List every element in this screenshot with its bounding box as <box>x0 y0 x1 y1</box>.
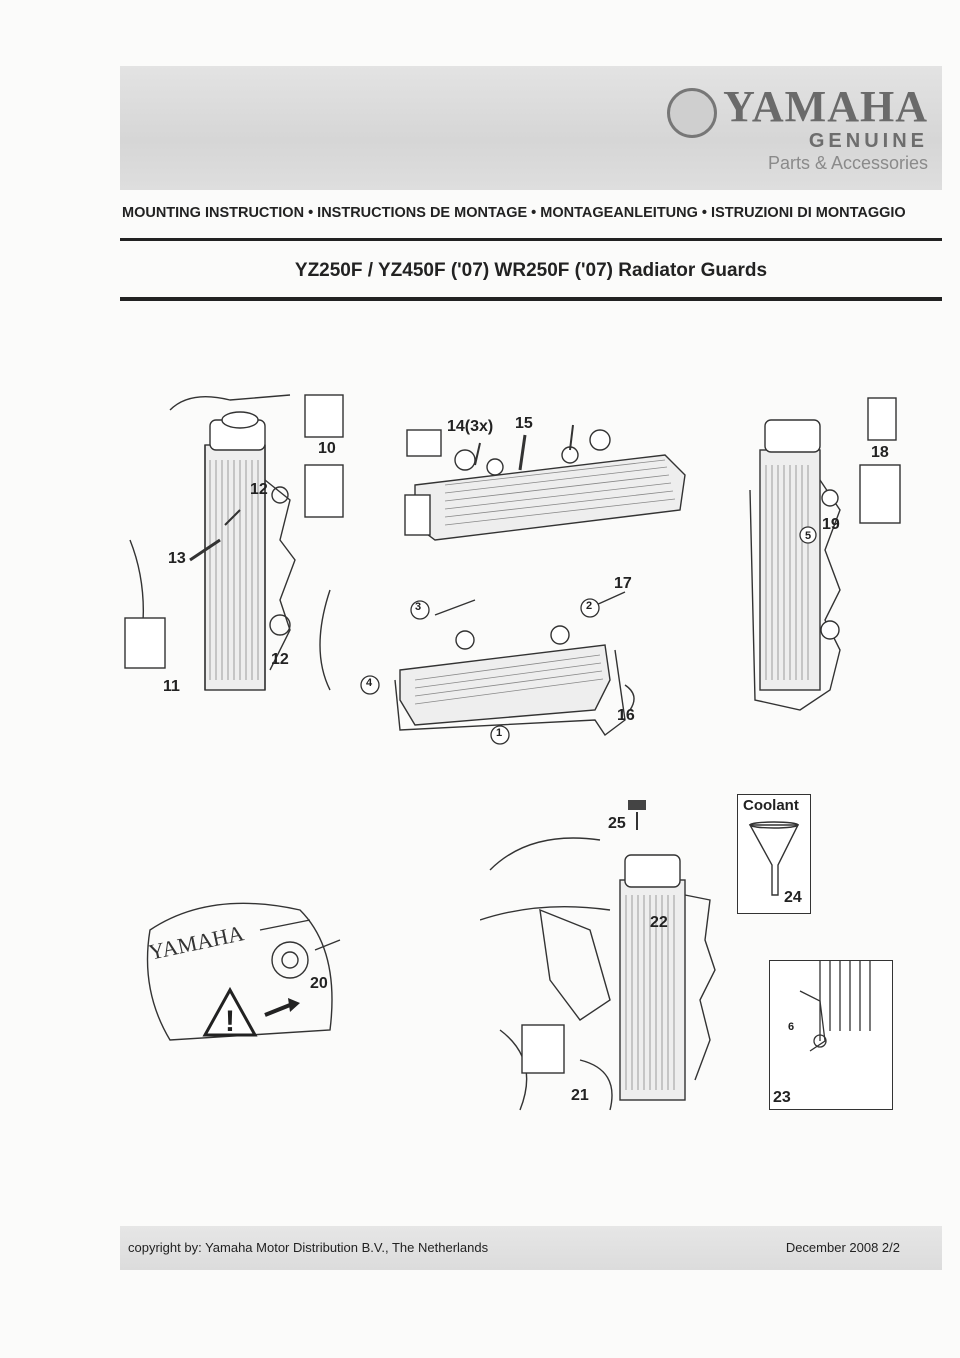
callout-10: 10 <box>318 440 336 457</box>
footer-band <box>120 1226 942 1270</box>
callout-23: 23 <box>773 1089 791 1106</box>
svg-text:!: ! <box>225 1005 235 1038</box>
figure-left-radiator <box>110 390 360 710</box>
callout-12-bottom: 12 <box>271 651 289 668</box>
page-date: December 2008 2/2 <box>785 1240 900 1255</box>
part-3: 3 <box>415 601 422 613</box>
callout-24: 24 <box>784 889 802 906</box>
logo-genuine: GENUINE <box>808 130 928 152</box>
tuning-fork-emblem-icon <box>667 88 718 138</box>
callout-21: 21 <box>571 1087 589 1104</box>
part-1: 1 <box>496 727 503 739</box>
figure-center-top-radiator <box>395 415 695 555</box>
detail-box-23: 6 23 <box>769 960 893 1110</box>
callout-13: 13 <box>168 550 186 567</box>
callout-15: 15 <box>515 415 533 432</box>
callout-16: 16 <box>617 707 635 724</box>
coolant-box: Coolant 24 <box>737 794 811 914</box>
copyright-text: copyright by: Yamaha Motor Distribution … <box>128 1240 489 1255</box>
callout-22: 22 <box>650 914 668 931</box>
callout-18: 18 <box>871 444 889 461</box>
part-4: 4 <box>366 677 373 689</box>
part-5: 5 <box>805 530 812 542</box>
callout-20: 20 <box>310 975 328 992</box>
callout-19: 19 <box>822 516 840 533</box>
callout-12-top: 12 <box>250 481 268 498</box>
callout-25: 25 <box>608 815 626 832</box>
coolant-label: Coolant <box>743 797 799 814</box>
callout-17: 17 <box>614 575 632 592</box>
mounting-instruction-heading: MOUNTING INSTRUCTION • INSTRUCTIONS DE M… <box>122 205 906 221</box>
callout-14: 14(3x) <box>447 418 494 435</box>
figure-lower-assembly <box>480 800 740 1120</box>
logo-brand: YAMAHA <box>723 82 928 131</box>
figure-center-exploded-guard <box>355 580 655 750</box>
part-2: 2 <box>586 600 593 612</box>
header-band <box>120 66 942 190</box>
divider-top <box>120 238 942 241</box>
part-6: 6 <box>788 1021 795 1033</box>
divider-bottom <box>120 297 942 301</box>
yamaha-logo: YAMAHA GENUINE Parts & Accessories <box>667 82 928 174</box>
product-title: YZ250F / YZ450F ('07) WR250F ('07) Radia… <box>294 260 768 281</box>
figure-right-radiator <box>720 390 910 720</box>
callout-11: 11 <box>163 678 180 695</box>
logo-parts: Parts & Accessories <box>767 153 928 173</box>
figure-engine-warning: ! <box>140 890 350 1050</box>
